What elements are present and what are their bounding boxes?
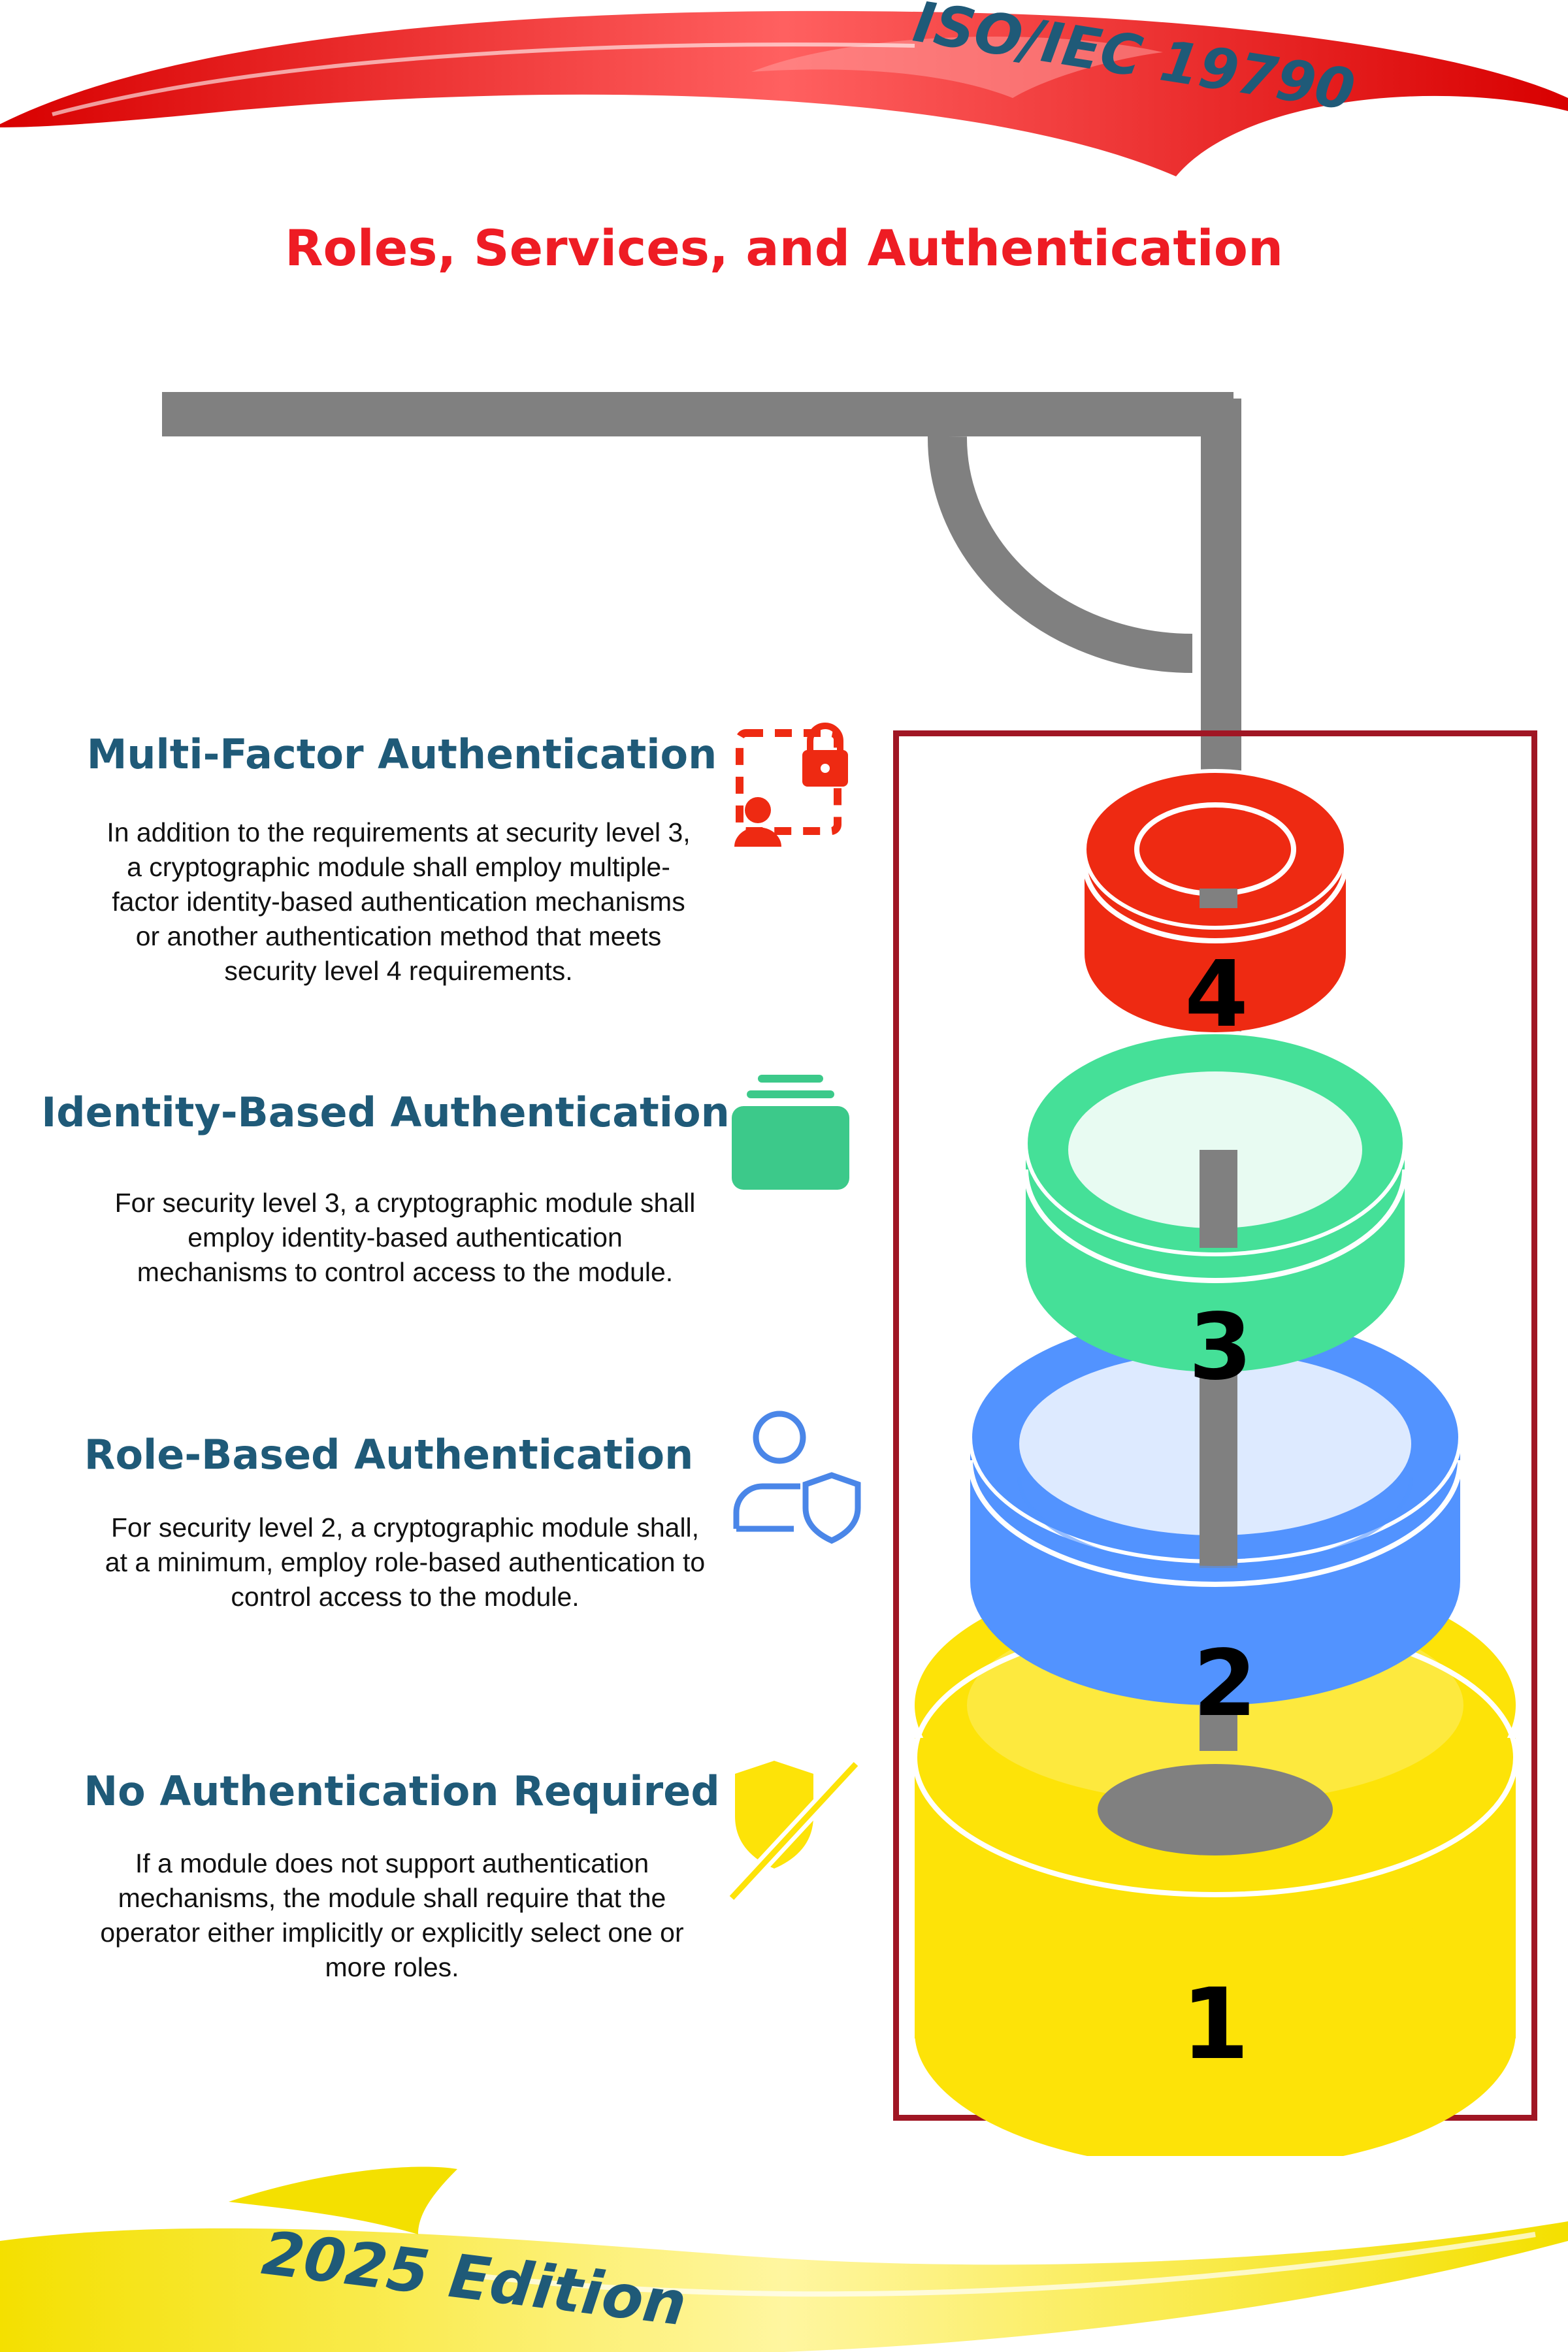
top-banner-highlight [52,42,915,116]
ring-stack: 4 3 2 1 [915,769,1516,2156]
bottom-banner-highlight [457,2232,1536,2297]
lock-person-icon [734,723,848,847]
level-3-description: For security level 3, a cryptographic mo… [114,1188,696,1287]
pole-brace [927,436,1193,673]
pole-base [1098,1764,1333,1855]
pole-top-bar [162,392,1233,436]
top-banner-curl [751,36,1163,98]
level-2-description: For security level 2, a cryptographic mo… [105,1512,706,1612]
ring-level-4 [1082,769,1348,1032]
ring-number-4: 4 [1184,941,1248,1048]
stacked-cards-icon [732,1075,849,1190]
ring-level-3 [1023,1030,1407,1372]
person-shield-icon [733,1411,861,1544]
ring-number-3: 3 [1188,1294,1252,1401]
level-3-title: Identity-Based Authentication [41,1088,730,1136]
top-banner-ribbon [0,10,1568,176]
ring-number-1: 1 [1181,1968,1249,2082]
level-2-title: Role-Based Authentication [84,1431,694,1478]
ring-number-2: 2 [1193,1631,1256,1737]
ring-level-2 [968,1311,1463,1705]
bottom-banner: 2025 Edition [0,2166,1568,2352]
level-4-title: Multi-Factor Authentication [86,730,717,778]
level-1-description: If a module does not support authenticat… [100,1848,684,1982]
page-title: Roles, Services, and Authentication [284,219,1284,277]
top-banner: ISO/IEC 19790 [0,0,1568,176]
shield-off-icon [726,1759,862,1903]
level-4-description: In addition to the requirements at secur… [106,817,691,986]
bottom-banner-ribbon [0,2221,1568,2352]
level-1-title: No Authentication Required [84,1767,720,1815]
bottom-banner-curl [229,2166,457,2234]
